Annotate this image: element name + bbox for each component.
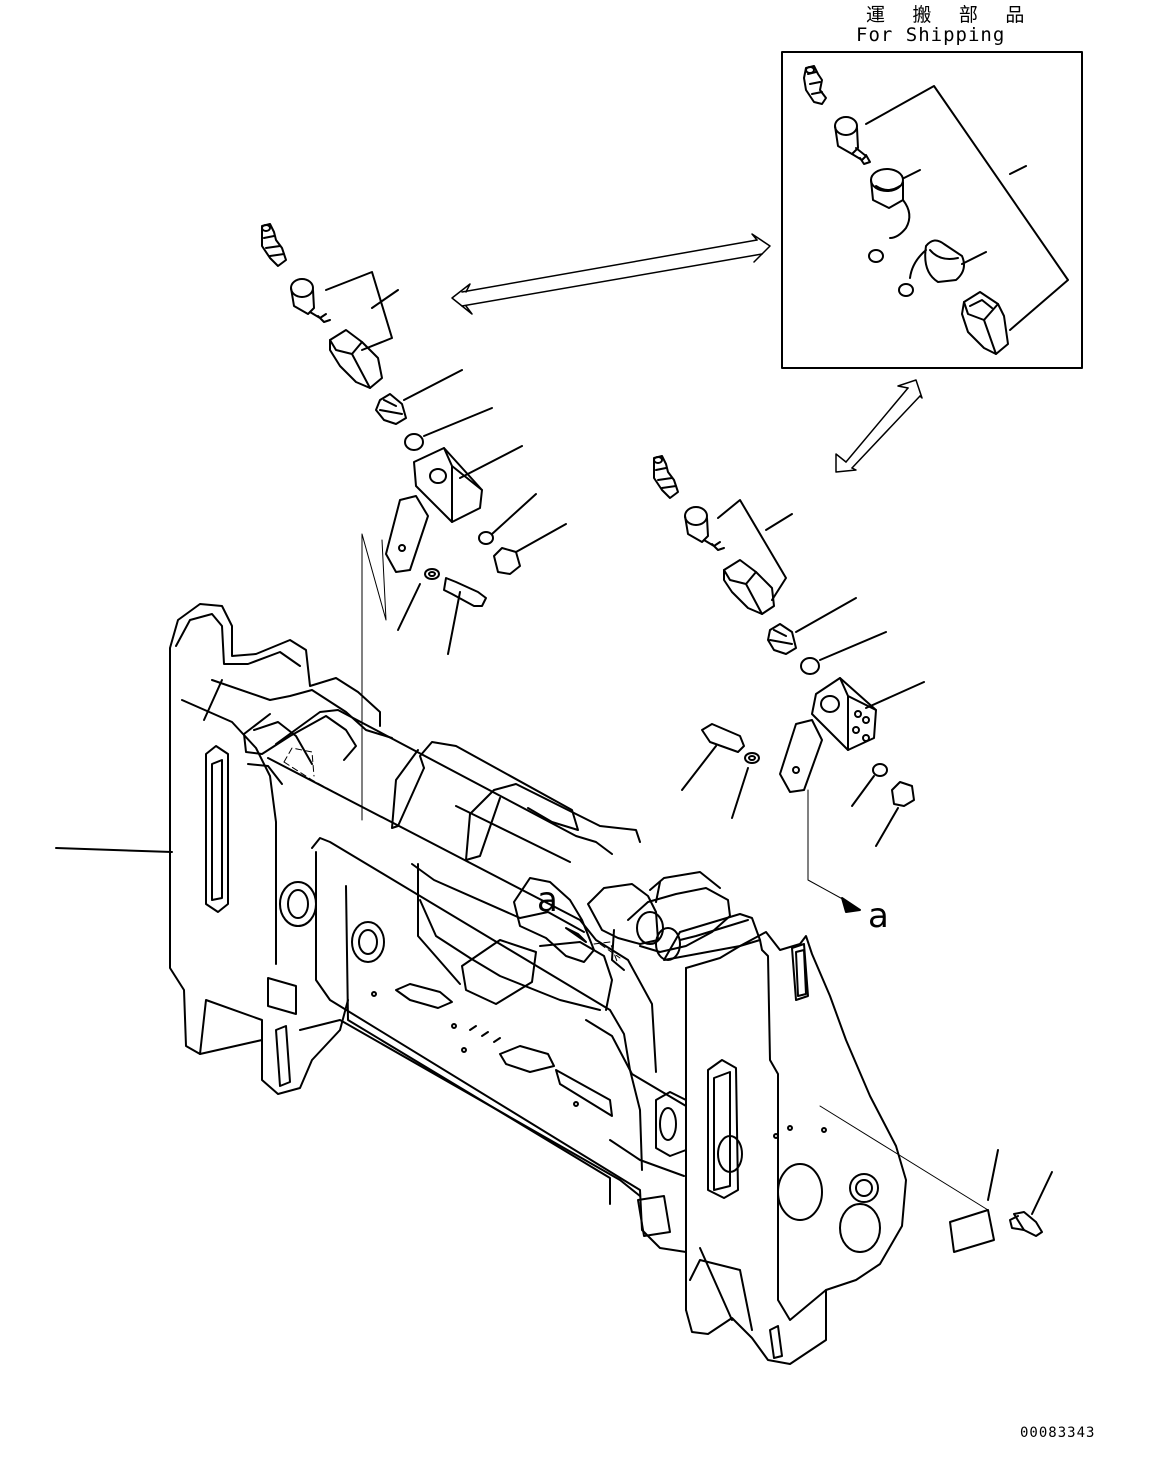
- name-plate-assembly: [819, 1105, 1053, 1253]
- hidden-lines: [283, 747, 621, 965]
- detail-ref-a-arrow: a: [868, 896, 889, 936]
- left-coupler-assembly: [261, 223, 567, 821]
- o-ring-icon: [868, 249, 884, 263]
- quick-coupler-socket-icon: [961, 291, 1009, 355]
- detail-ref-a-frame: a: [537, 880, 558, 920]
- relation-arrow-lower: [835, 379, 923, 473]
- grease-fitting-icon: [803, 65, 827, 105]
- relation-arrow-upper: [451, 233, 771, 315]
- dust-cap-icon: [870, 168, 911, 239]
- right-coupler-assembly: [653, 455, 925, 913]
- shipping-parts-box: [781, 51, 1083, 369]
- dust-plug-icon: [909, 239, 965, 283]
- figure-number: 00083343: [1020, 1425, 1096, 1441]
- frame-leader-line: [55, 847, 173, 853]
- quick-coupler-plug-icon: [834, 116, 871, 165]
- quick-coupler-frame: [169, 603, 907, 1365]
- shipping-label-en: For Shipping: [856, 24, 1006, 46]
- shipping-label-jp: 運 搬 部 品: [866, 4, 1033, 26]
- rivet-screw-icon: [1009, 1171, 1053, 1237]
